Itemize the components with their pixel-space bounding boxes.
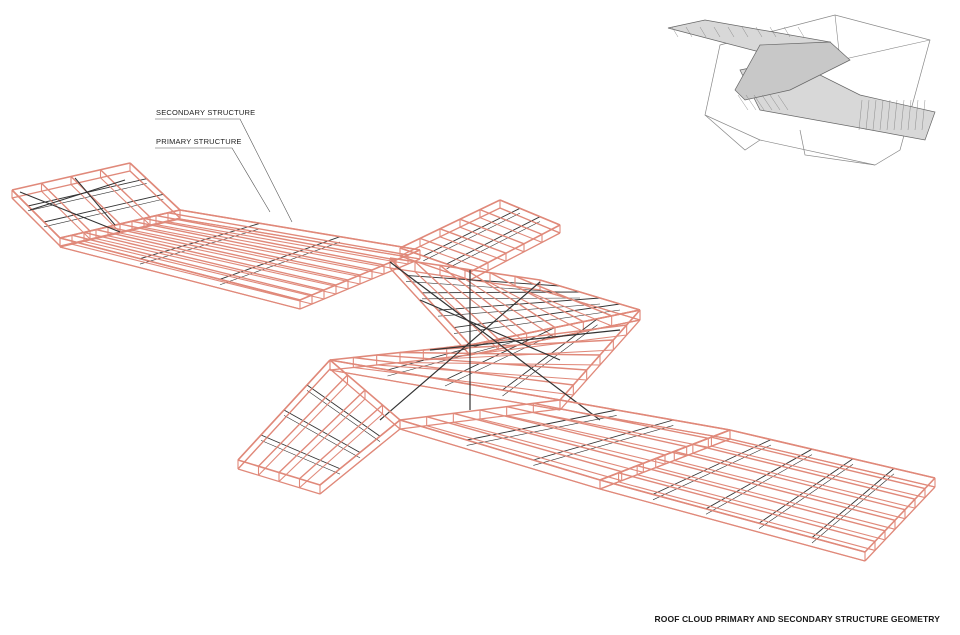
central-bracing [379, 261, 621, 421]
roof-structure-frame [11, 162, 936, 562]
left-arm-bay [59, 209, 421, 310]
left-end-bracing [19, 177, 126, 233]
label-leader-lines [155, 118, 293, 223]
primary-structure-label: PRIMARY STRUCTURE [156, 137, 242, 146]
lower-left-arm-bay [237, 359, 401, 495]
secondary-leader [155, 118, 293, 223]
primary-leader [155, 147, 271, 213]
drawing-caption: ROOF CLOUD PRIMARY AND SECONDARY STRUCTU… [654, 614, 940, 624]
secondary-structure-label: SECONDARY STRUCTURE [156, 108, 256, 117]
lower-right-arm-bay [399, 399, 731, 490]
upper-arm-bay [399, 199, 561, 281]
central-hub-lower-bay [329, 309, 641, 411]
building-axonometric-icon [667, 14, 936, 166]
lower-right-end-bay [599, 429, 936, 562]
